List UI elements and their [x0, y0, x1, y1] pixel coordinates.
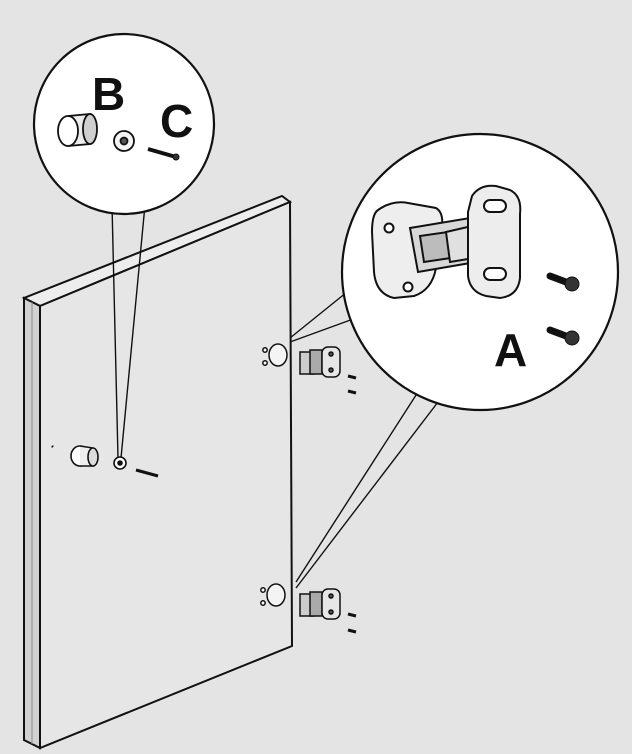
nail-icon [147, 147, 180, 161]
hinge-upper-on-door [262, 343, 357, 395]
screw-icon [546, 326, 580, 346]
leader-lines [111, 204, 439, 589]
dowel-washer-nail-on-door [51, 445, 159, 478]
hinge-icon [370, 184, 522, 300]
dowel-icon [57, 113, 98, 147]
label-a: A [494, 324, 527, 376]
screw-icon [546, 272, 580, 292]
label-c: C [160, 95, 193, 147]
cabinet-door-panel [21, 194, 294, 750]
label-b: B [92, 68, 125, 120]
magnifier-circle-dowel: B C [32, 32, 216, 216]
hinge-lower-on-door [260, 583, 357, 634]
magnifier-circle-hinge: A [340, 132, 620, 412]
washer-icon [113, 130, 135, 152]
